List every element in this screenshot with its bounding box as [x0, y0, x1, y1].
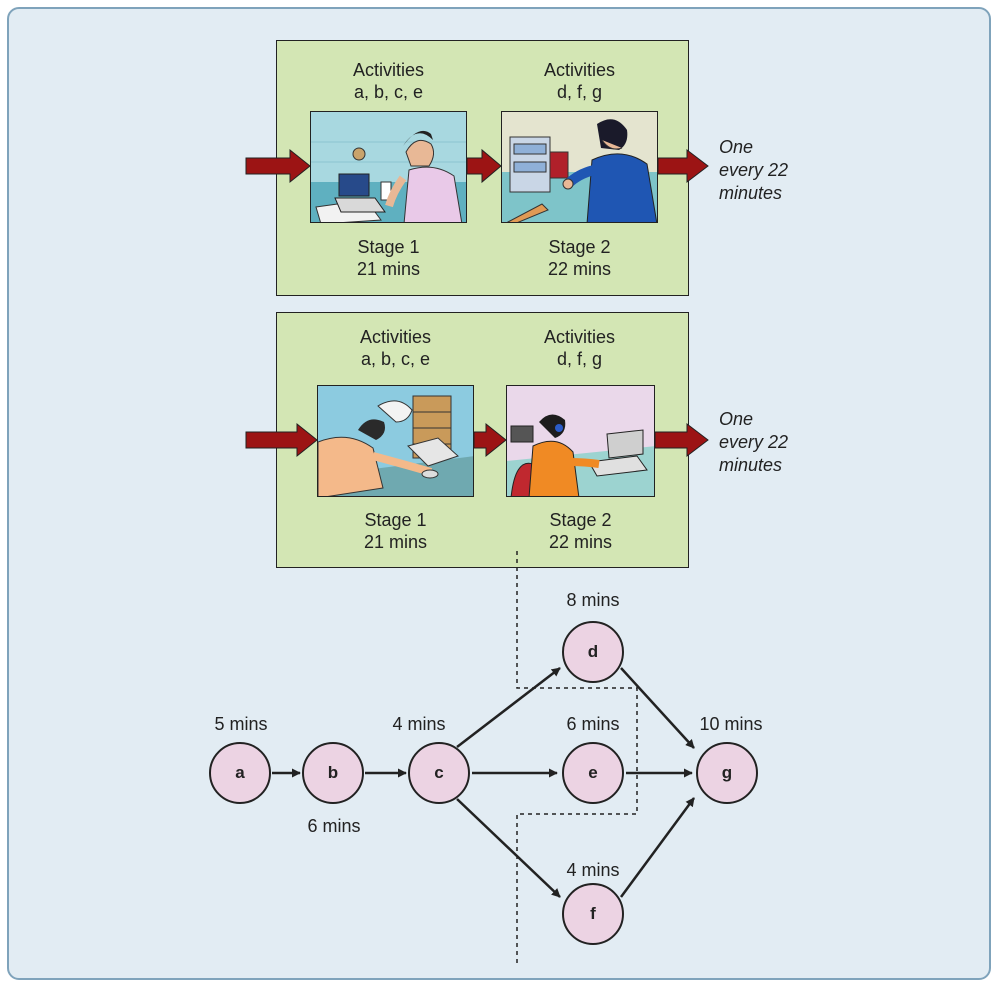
stage-boundary-dashed-line [516, 551, 638, 966]
bottom-output-line3: minutes [719, 455, 783, 475]
bottom-input-arrow [245, 422, 318, 458]
top-output-line1: One [719, 137, 754, 157]
top-output-line3: minutes [719, 183, 783, 203]
top-transfer-arrow [466, 148, 502, 184]
bottom-output-arrow [654, 422, 709, 458]
top-stage1-time: 21 mins [356, 259, 421, 279]
node-g: g [696, 742, 758, 804]
node-b: b [302, 742, 364, 804]
edge-c-d [456, 667, 561, 748]
duration-b: 6 mins [307, 816, 361, 836]
edge-f-g [619, 797, 696, 898]
bottom-transfer-arrow [473, 422, 507, 458]
top-stage2-label: Stage 2 [548, 237, 611, 257]
duration-a: 5 mins [214, 714, 268, 734]
top-stage1-label: Stage 1 [357, 237, 420, 257]
bottom-stage2-label: Stage 2 [549, 510, 612, 530]
duration-f: 4 mins [566, 860, 620, 880]
duration-d: 8 mins [566, 590, 620, 610]
top-stage1-activities-heading: Activities [352, 60, 424, 80]
node-e: e [562, 742, 624, 804]
duration-e: 6 mins [566, 714, 620, 734]
node-a: a [209, 742, 271, 804]
top-stage1-activities-list: a, b, c, e [353, 82, 424, 102]
bottom-stage2-photo [506, 385, 655, 497]
top-stage1-photo [310, 111, 467, 223]
node-f: f [562, 883, 624, 945]
technician-at-laptop-illustration [311, 112, 466, 222]
technician-at-equipment-illustration [502, 112, 657, 222]
top-input-arrow [245, 148, 311, 184]
bottom-output-line2: every 22 [719, 432, 789, 452]
edge-d-g [620, 667, 695, 749]
bottom-stage2-activities-heading: Activities [543, 327, 615, 347]
node-d: d [562, 621, 624, 683]
top-output-line2: every 22 [719, 160, 789, 180]
top-stage2-activities-heading: Activities [543, 60, 615, 80]
bottom-stage2-activities-list: d, f, g [556, 349, 603, 369]
bottom-stage2-time: 22 mins [548, 532, 613, 552]
duration-c: 4 mins [392, 714, 446, 734]
bottom-stage1-activities-list: a, b, c, e [360, 349, 431, 369]
bottom-stage1-photo [317, 385, 474, 497]
bottom-stage1-time: 21 mins [363, 532, 428, 552]
bottom-output-line1: One [719, 409, 754, 429]
tester-with-headset-illustration [507, 386, 654, 496]
top-stage2-photo [501, 111, 658, 223]
bottom-stage1-label: Stage 1 [364, 510, 427, 530]
bottom-stage1-activities-heading: Activities [359, 327, 431, 347]
top-output-arrow [657, 148, 709, 184]
top-stage2-activities-list: d, f, g [556, 82, 603, 102]
top-stage2-time: 22 mins [547, 259, 612, 279]
assembly-worker-illustration [318, 386, 473, 496]
duration-g: 10 mins [699, 714, 763, 734]
node-c: c [408, 742, 470, 804]
edge-c-f [456, 798, 561, 898]
